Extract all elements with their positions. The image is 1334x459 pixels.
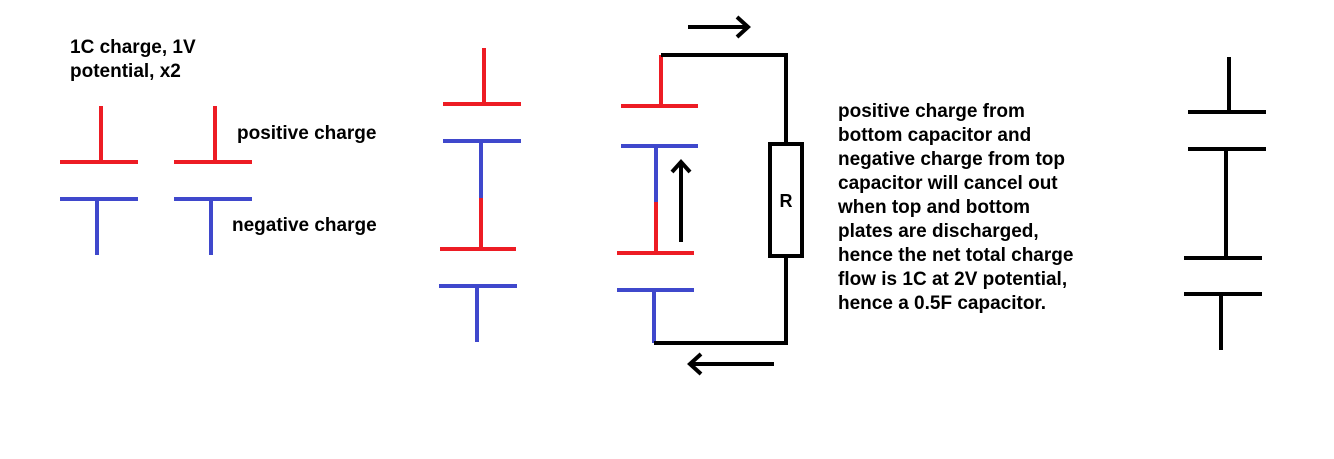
explanation-line: when top and bottom: [838, 197, 1031, 218]
capacitor-2: [174, 106, 252, 255]
explanation-line: negative charge from top: [838, 149, 1065, 170]
explanation-line: flow is 1C at 2V potential,: [838, 269, 1068, 290]
negative-charge-label: negative charge: [232, 215, 377, 236]
explanation-line: bottom capacitor and: [838, 125, 1032, 146]
resistor-label: R: [780, 191, 793, 211]
discharge-circuit: R: [617, 15, 804, 376]
series-capacitors: [439, 48, 521, 342]
resistor: [768, 142, 804, 258]
explanation-line: hence a 0.5F capacitor.: [838, 293, 1047, 314]
current-arrow-bottom: [687, 352, 774, 376]
current-arrow-top: [688, 15, 751, 39]
explanation-line: hence the net total charge: [838, 245, 1074, 266]
capacitor-1: [60, 106, 138, 255]
title-line-2: potential, x2: [70, 61, 181, 82]
positive-charge-label: positive charge: [237, 123, 377, 144]
title-line-1: 1C charge, 1V: [70, 37, 196, 58]
equivalent-capacitor: [1184, 57, 1266, 350]
explanation-line: positive charge from: [838, 101, 1025, 122]
explanation-text: positive charge from bottom capacitor an…: [838, 100, 1073, 316]
explanation-line: capacitor will cancel out: [838, 173, 1058, 194]
current-arrow-up: [670, 159, 692, 242]
top-wire: [661, 53, 788, 144]
bottom-wire: [654, 256, 788, 345]
explanation-line: plates are discharged,: [838, 221, 1039, 242]
